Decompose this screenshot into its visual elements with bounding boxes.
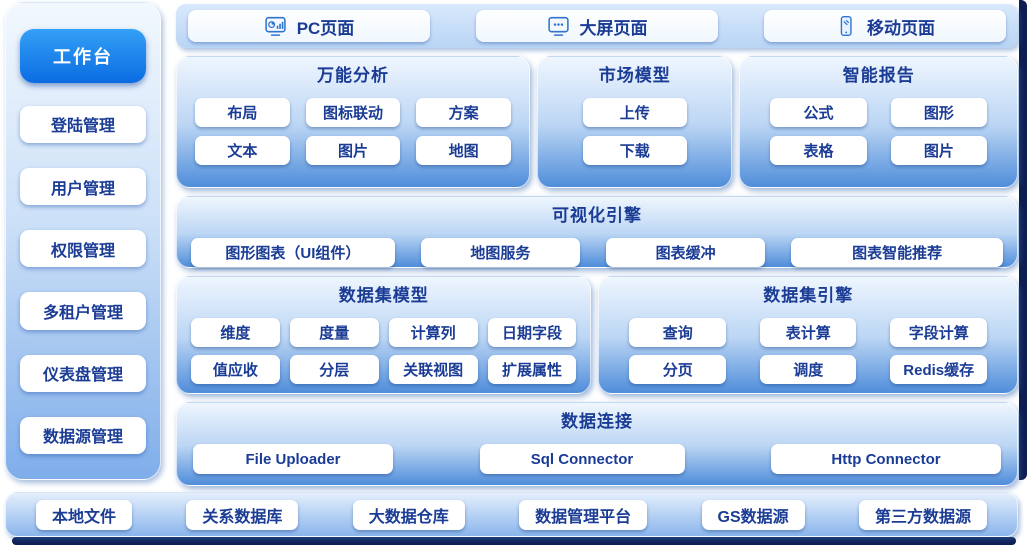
- source-relational-db[interactable]: 关系数据库: [186, 499, 299, 530]
- sidebar: 工作台 登陆管理 用户管理 权限管理 多租户管理 仪表盘管理 数据源管理: [5, 2, 161, 480]
- section-dataset-model: 数据集模型 维度 度量 计算列 日期字段 值应收 分层 关联视图 扩展属性: [176, 276, 592, 394]
- tab-bigscreen-page[interactable]: 大屏页面: [476, 10, 718, 42]
- data-connect-row: 数据连接 File Uploader Sql Connector Http Co…: [176, 402, 1018, 486]
- section-data-connect: 数据连接 File Uploader Sql Connector Http Co…: [176, 402, 1018, 486]
- sidebar-item-workbench[interactable]: 工作台: [20, 29, 146, 83]
- page-edge-bottom: [12, 537, 1016, 545]
- chip-extended-attr[interactable]: 扩展属性: [487, 355, 577, 384]
- chip-date-field[interactable]: 日期字段: [487, 318, 577, 347]
- data-connect-title: 数据连接: [561, 412, 633, 431]
- page-type-bar: PC页面 大屏页面: [176, 4, 1018, 48]
- chip-image[interactable]: 图片: [305, 136, 401, 165]
- source-local-file[interactable]: 本地文件: [36, 499, 133, 530]
- section-smart-report: 智能报告 公式 图形 表格 图片: [739, 56, 1018, 188]
- analysis-row: 万能分析 布局 图标联动 方案 文本 图片 地图 市场模型 上传 下载 智能报告…: [176, 56, 1018, 188]
- tab-mobile-page[interactable]: 移动页面: [764, 10, 1006, 42]
- sidebar-item-tenant-management[interactable]: 多租户管理: [20, 292, 146, 330]
- dataset-engine-title: 数据集引擎: [763, 286, 854, 305]
- chip-table-calc[interactable]: 表计算: [759, 318, 857, 347]
- chip-pagination[interactable]: 分页: [629, 355, 726, 384]
- chip-chart-recommend[interactable]: 图表智能推荐: [791, 238, 1003, 267]
- sidebar-item-datasource-management[interactable]: 数据源管理: [20, 416, 146, 454]
- chip-calc-column[interactable]: 计算列: [388, 318, 478, 347]
- chip-ui-charts[interactable]: 图形图表（UI组件）: [191, 238, 395, 267]
- chip-picture[interactable]: 图片: [890, 136, 987, 165]
- chip-query[interactable]: 查询: [629, 318, 726, 347]
- chip-field-calc[interactable]: 字段计算: [890, 318, 987, 347]
- chip-scheme[interactable]: 方案: [416, 98, 512, 127]
- chip-graph[interactable]: 图形: [890, 98, 987, 127]
- chip-map[interactable]: 地图: [416, 136, 512, 165]
- section-market-model: 市场模型 上传 下载: [537, 56, 733, 188]
- chip-measure[interactable]: 度量: [289, 318, 379, 347]
- monitor-chart-icon: [264, 15, 287, 38]
- section-universal-analysis: 万能分析 布局 图标联动 方案 文本 图片 地图: [176, 56, 531, 188]
- datasource-bar: 本地文件 关系数据库 大数据仓库 数据管理平台 GS数据源 第三方数据源: [5, 492, 1018, 537]
- smart-report-title: 智能报告: [842, 66, 915, 85]
- chip-text[interactable]: 文本: [195, 136, 290, 165]
- page-edge-right: [1019, 0, 1027, 480]
- sidebar-item-dashboard-management[interactable]: 仪表盘管理: [20, 354, 146, 392]
- sidebar-item-permission-management[interactable]: 权限管理: [20, 230, 146, 268]
- source-third-party[interactable]: 第三方数据源: [858, 499, 987, 530]
- chip-dimension[interactable]: 维度: [191, 318, 280, 347]
- chip-redis-cache[interactable]: Redis缓存: [890, 355, 987, 384]
- tab-pc-page-label: PC页面: [296, 18, 355, 38]
- visual-engine-row: 可视化引擎 图形图表（UI组件） 地图服务 图表缓冲 图表智能推荐: [176, 196, 1018, 268]
- chip-hierarchy[interactable]: 分层: [289, 355, 379, 384]
- chip-http-connector[interactable]: Http Connector: [771, 444, 1001, 474]
- chip-value-receive[interactable]: 值应收: [191, 355, 280, 384]
- sidebar-item-login-management[interactable]: 登陆管理: [20, 105, 146, 144]
- chip-map-service[interactable]: 地图服务: [420, 238, 581, 267]
- source-big-data-warehouse[interactable]: 大数据仓库: [352, 499, 465, 530]
- market-model-title: 市场模型: [598, 66, 671, 85]
- chip-download[interactable]: 下载: [582, 136, 687, 165]
- dataset-row: 数据集模型 维度 度量 计算列 日期字段 值应收 分层 关联视图 扩展属性 数据…: [176, 276, 1018, 394]
- chip-table[interactable]: 表格: [770, 136, 867, 165]
- main-column: PC页面 大屏页面: [176, 4, 1018, 486]
- source-gs-datasource[interactable]: GS数据源: [701, 499, 805, 530]
- sidebar-item-user-management[interactable]: 用户管理: [20, 168, 146, 206]
- tab-mobile-page-label: 移动页面: [867, 18, 935, 38]
- universal-analysis-title: 万能分析: [317, 66, 389, 85]
- source-data-mgmt-platform[interactable]: 数据管理平台: [519, 499, 648, 530]
- tab-pc-page[interactable]: PC页面: [188, 10, 430, 42]
- chip-linked-view[interactable]: 关联视图: [388, 355, 478, 384]
- dataset-model-title: 数据集模型: [338, 286, 429, 305]
- chip-sql-connector[interactable]: Sql Connector: [479, 444, 685, 474]
- chip-formula[interactable]: 公式: [770, 98, 867, 127]
- chip-file-uploader[interactable]: File Uploader: [193, 444, 393, 474]
- section-visual-engine: 可视化引擎 图形图表（UI组件） 地图服务 图表缓冲 图表智能推荐: [176, 196, 1018, 268]
- chip-layout[interactable]: 布局: [195, 98, 290, 127]
- chip-schedule[interactable]: 调度: [759, 355, 857, 384]
- chip-upload[interactable]: 上传: [582, 98, 687, 127]
- mobile-phone-icon: [835, 15, 857, 37]
- section-dataset-engine: 数据集引擎 查询 表计算 字段计算 分页 调度 Redis缓存: [598, 276, 1018, 394]
- chip-chart-buffer[interactable]: 图表缓冲: [606, 238, 766, 267]
- chip-chart-linkage[interactable]: 图标联动: [305, 98, 401, 127]
- tab-bigscreen-page-label: 大屏页面: [579, 18, 648, 38]
- monitor-dots-icon: [547, 15, 570, 38]
- visual-engine-title: 可视化引擎: [552, 206, 642, 225]
